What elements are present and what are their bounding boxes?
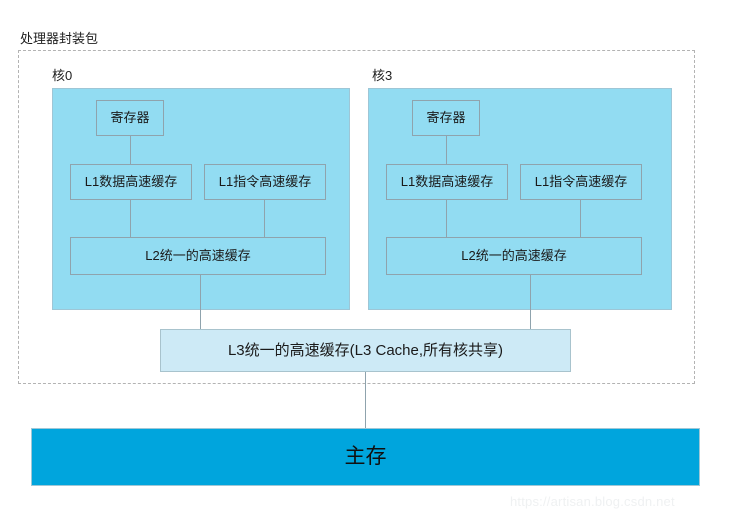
connector-core0-l1d-to-l2 bbox=[130, 200, 131, 237]
watermark-text: https://artisan.blog.csdn.net bbox=[510, 494, 675, 509]
core-3-l1-data-cache-box: L1数据高速缓存 bbox=[386, 164, 508, 200]
processor-package-boundary bbox=[18, 50, 695, 384]
connector-core3-l1d-to-l2 bbox=[446, 200, 447, 237]
core-0-l1-instruction-cache-box: L1指令高速缓存 bbox=[204, 164, 326, 200]
connector-core3-register-to-l1d bbox=[446, 136, 447, 164]
core-0-register-box: 寄存器 bbox=[96, 100, 164, 136]
core-3-register-box: 寄存器 bbox=[412, 100, 480, 136]
connector-core3-l1i-to-l2 bbox=[580, 200, 581, 237]
connector-core3-l2-to-l3 bbox=[530, 275, 531, 329]
connector-core0-register-to-l1d bbox=[130, 136, 131, 164]
connector-l3-to-main-memory bbox=[365, 372, 366, 428]
core-0-l2-cache-box: L2统一的高速缓存 bbox=[70, 237, 326, 275]
l3-shared-cache-box: L3统一的高速缓存(L3 Cache,所有核共享) bbox=[160, 329, 571, 372]
core-0-l1-data-cache-box: L1数据高速缓存 bbox=[70, 164, 192, 200]
main-memory-box: 主存 bbox=[31, 428, 700, 486]
connector-core0-l2-to-l3 bbox=[200, 275, 201, 329]
core-3-l1-instruction-cache-box: L1指令高速缓存 bbox=[520, 164, 642, 200]
connector-core0-l1i-to-l2 bbox=[264, 200, 265, 237]
core-3-l2-cache-box: L2统一的高速缓存 bbox=[386, 237, 642, 275]
package-title: 处理器封装包 bbox=[20, 31, 99, 46]
core-0-label: 核0 bbox=[52, 68, 73, 83]
core-3-label: 核3 bbox=[372, 68, 393, 83]
